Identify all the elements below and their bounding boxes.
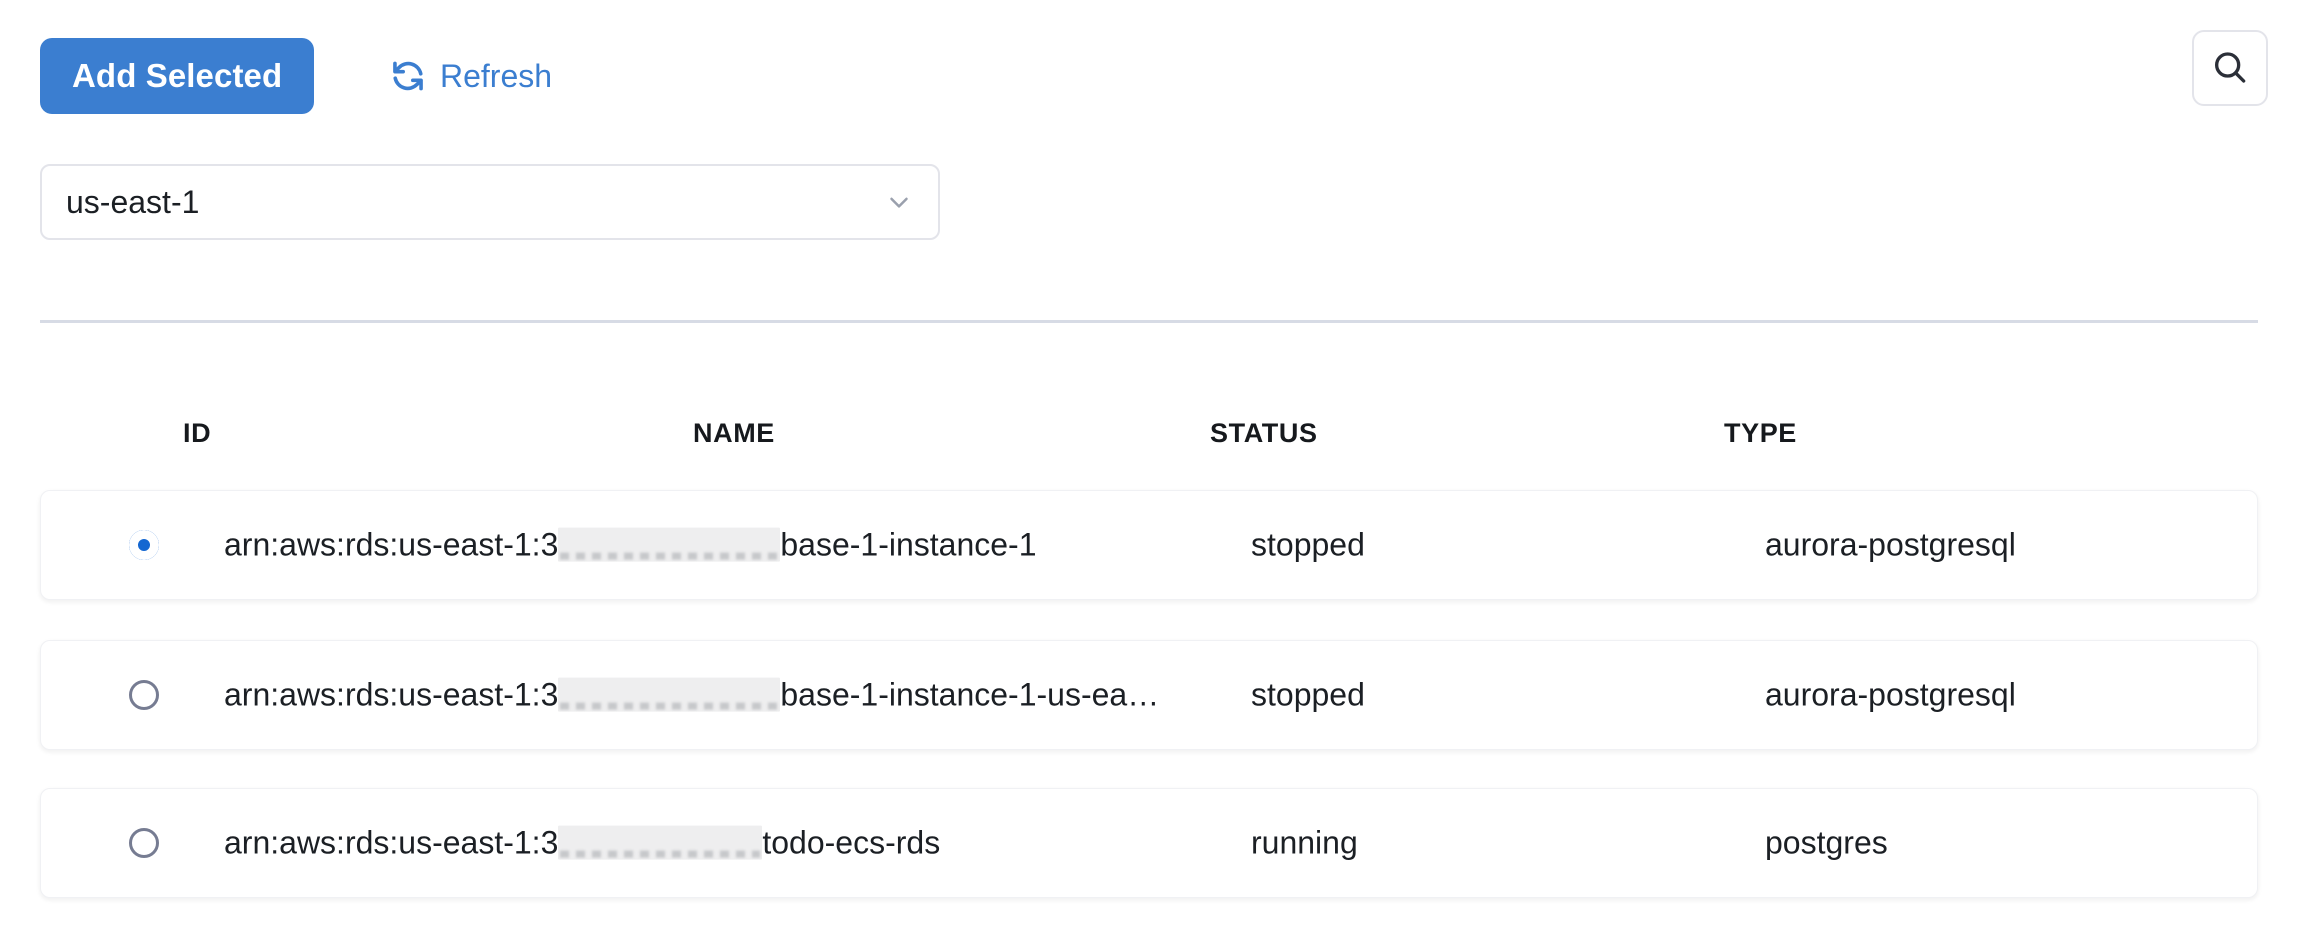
row-radio[interactable] (129, 680, 159, 710)
add-selected-button[interactable]: Add Selected (40, 38, 315, 114)
redacted-account-id (558, 825, 763, 860)
redacted-account-id (558, 677, 781, 712)
cell-type: aurora-postgresql (1765, 526, 2016, 563)
column-header-status: STATUS (1210, 418, 1318, 448)
toolbar: Add Selected Refresh (0, 0, 2298, 132)
cell-type: aurora-postgresql (1765, 676, 2016, 713)
cell-id-suffix: todo-ecs-rds (762, 824, 941, 861)
row-radio[interactable] (129, 828, 159, 858)
table-row[interactable]: arn:aws:rds:us-east-1:3 base-1-instance-1… (40, 490, 2258, 600)
search-button[interactable] (2192, 30, 2268, 106)
table-row[interactable]: arn:aws:rds:us-east-1:3 base-1-instance-1… (40, 640, 2258, 750)
cell-id-suffix: base-1-instance-1 (780, 526, 1037, 563)
cell-id: arn:aws:rds:us-east-1:3 todo-ecs-rds (224, 825, 940, 862)
region-select[interactable]: us-east-1 (40, 164, 940, 240)
region-select-wrapper: us-east-1 (40, 164, 940, 240)
refresh-icon (390, 58, 426, 94)
cell-id: arn:aws:rds:us-east-1:3 base-1-instance-1 (224, 527, 1037, 564)
cell-status: running (1251, 824, 1358, 861)
table-header-row: ID NAME STATUS TYPE (0, 390, 2298, 490)
cell-status: stopped (1251, 676, 1365, 713)
region-select-value: us-east-1 (66, 184, 200, 220)
column-header-type: TYPE (1724, 418, 1797, 448)
refresh-label: Refresh (440, 57, 553, 94)
section-divider (40, 320, 2258, 323)
cell-id-prefix: arn:aws:rds:us-east-1:3 (224, 526, 559, 563)
column-header-id: ID (183, 418, 212, 448)
column-header-name: NAME (693, 418, 775, 448)
cell-status: stopped (1251, 526, 1365, 563)
refresh-button[interactable]: Refresh (390, 38, 552, 114)
cell-id: arn:aws:rds:us-east-1:3 base-1-instance-1… (224, 677, 1159, 714)
cell-id-prefix: arn:aws:rds:us-east-1:3 (224, 824, 559, 861)
instances-table: ID NAME STATUS TYPE arn:aws:rds:us-east-… (0, 390, 2298, 898)
cell-id-prefix: arn:aws:rds:us-east-1:3 (224, 676, 559, 713)
redacted-account-id (558, 527, 781, 562)
table-row[interactable]: arn:aws:rds:us-east-1:3 todo-ecs-rds runn… (40, 788, 2258, 898)
search-icon (2210, 48, 2250, 88)
chevron-down-icon (884, 187, 914, 217)
cell-type: postgres (1765, 824, 1888, 861)
row-radio-selected[interactable] (129, 530, 159, 560)
cell-id-suffix: base-1-instance-1-us-ea… (780, 676, 1160, 713)
